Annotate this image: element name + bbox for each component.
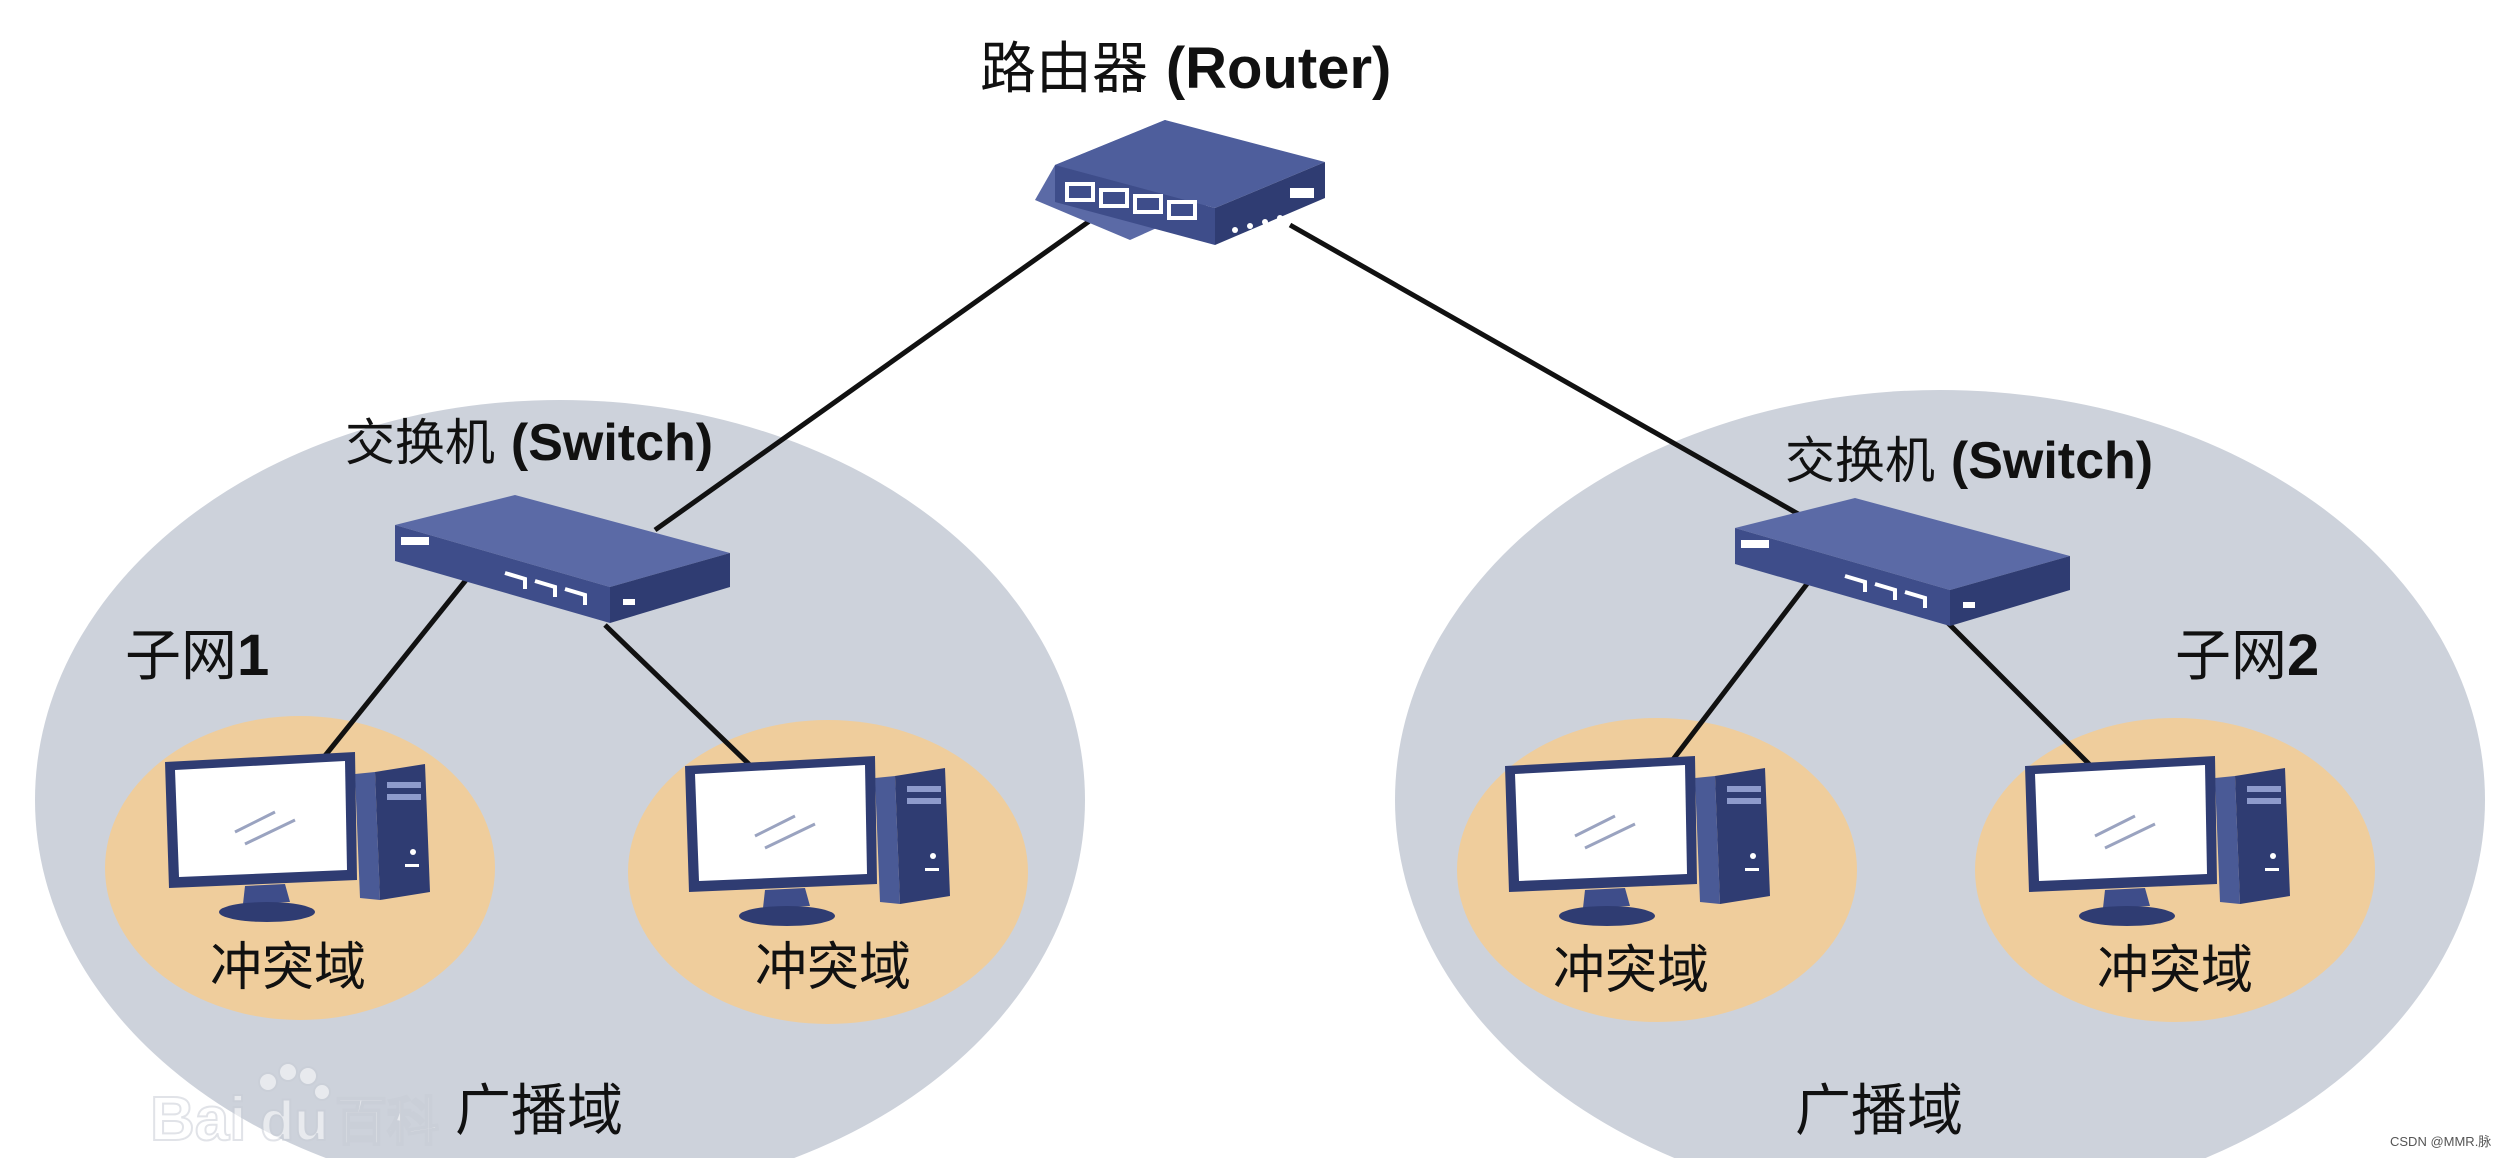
baidu-watermark: Bai du 百科 xyxy=(149,1062,440,1155)
paw-icon xyxy=(258,1062,331,1101)
broadcast-domain-label: 广播域 xyxy=(455,1079,623,1144)
link-router-switch-1 xyxy=(653,212,1100,533)
broadcast-domain-label: 广播域 xyxy=(1795,1079,1963,1144)
link-switch2-pc4 xyxy=(1943,618,2097,772)
subnet-1-label: 子网1 xyxy=(125,623,269,689)
link-router-switch-2 xyxy=(1288,222,1802,518)
svg-text:du: du xyxy=(260,1089,328,1152)
collision-domain-label: 冲突域 xyxy=(1553,941,1709,1001)
links xyxy=(318,212,2097,772)
link-switch1-pc1 xyxy=(318,573,472,764)
link-switch2-pc3 xyxy=(1663,578,1812,772)
collision-domain-label: 冲突域 xyxy=(2097,941,2253,1001)
collision-domain-label: 冲突域 xyxy=(755,938,911,998)
credit-text: CSDN @MMR.脉 xyxy=(2390,1134,2491,1149)
switch-1-label: 交换机 (Switch) xyxy=(345,414,713,472)
link-switch1-pc2 xyxy=(603,623,757,772)
router-label: 路由器 (Router) xyxy=(980,36,1391,102)
svg-text:百科: 百科 xyxy=(335,1093,439,1153)
switch-2-label: 交换机 (Switch) xyxy=(1785,432,2153,490)
subnet-2-label: 子网2 xyxy=(2175,623,2319,689)
svg-text:Bai: Bai xyxy=(150,1085,246,1154)
collision-domain-label: 冲突域 xyxy=(210,938,366,998)
